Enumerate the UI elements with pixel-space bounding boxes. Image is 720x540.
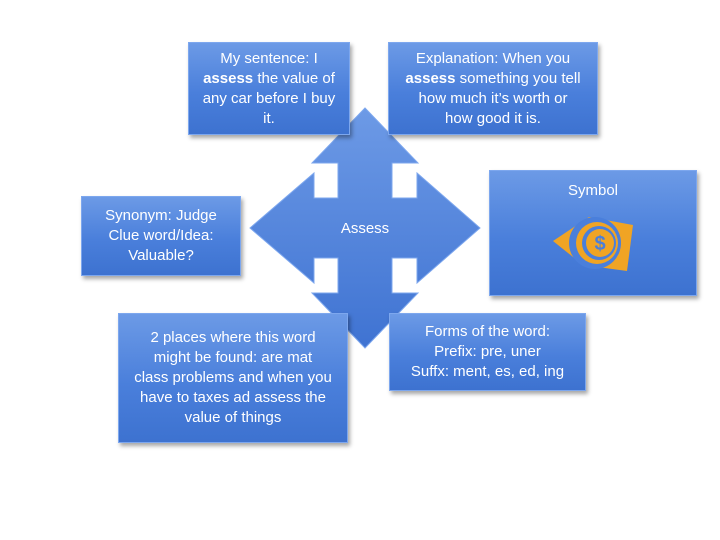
sentence-box: My sentence: I assess the value of any c… bbox=[188, 42, 350, 135]
explanation-bold-word: assess bbox=[405, 69, 456, 87]
explanation-box: Explanation: When you assess something y… bbox=[388, 42, 598, 135]
places-line-5: value of things bbox=[184, 409, 282, 426]
forms-box: Forms of the word: Prefix: pre, uner Suf… bbox=[389, 313, 586, 391]
synonym-line-1: Synonym: Judge bbox=[105, 207, 217, 224]
forms-line-3: Suffx: ment, es, ed, ing bbox=[410, 363, 565, 380]
center-label: Assess bbox=[340, 220, 390, 237]
forms-line-1: Forms of the word: bbox=[424, 323, 551, 340]
sentence-line-1: My sentence: I bbox=[220, 49, 318, 67]
sentence-line-2-rest: the value of bbox=[253, 69, 335, 87]
sentence-bold-word: assess bbox=[203, 69, 254, 87]
sentence-line-4: it. bbox=[263, 109, 275, 127]
symbol-title: Symbol bbox=[567, 182, 619, 199]
dollar-coin-icon: $ bbox=[553, 217, 633, 271]
explanation-line-2: assess something you tell bbox=[405, 69, 580, 89]
explanation-line-4: how good it is. bbox=[445, 109, 541, 127]
explanation-line-1: Explanation: When you bbox=[415, 49, 571, 67]
places-line-4: have to taxes ad assess the bbox=[140, 389, 326, 406]
explanation-line-3: how much it’s worth or bbox=[418, 89, 568, 107]
synonym-line-2: Clue word/Idea: bbox=[108, 227, 214, 244]
synonym-line-3: Valuable? bbox=[128, 247, 194, 264]
explanation-line-2-rest: something you tell bbox=[455, 69, 581, 87]
places-line-1: 2 places where this word bbox=[150, 329, 316, 346]
places-line-2: might be found: are mat bbox=[153, 349, 313, 366]
synonym-box: Synonym: Judge Clue word/Idea: Valuable? bbox=[81, 196, 241, 276]
places-box: 2 places where this word might be found:… bbox=[118, 313, 348, 443]
forms-line-2: Prefix: pre, uner bbox=[434, 343, 541, 360]
sentence-line-2: assess the value of bbox=[203, 69, 335, 89]
symbol-box: Symbol $ bbox=[489, 170, 697, 296]
sentence-line-3: any car before I buy bbox=[202, 89, 336, 107]
places-line-3: class problems and when you bbox=[134, 369, 332, 386]
svg-text:$: $ bbox=[594, 233, 605, 255]
